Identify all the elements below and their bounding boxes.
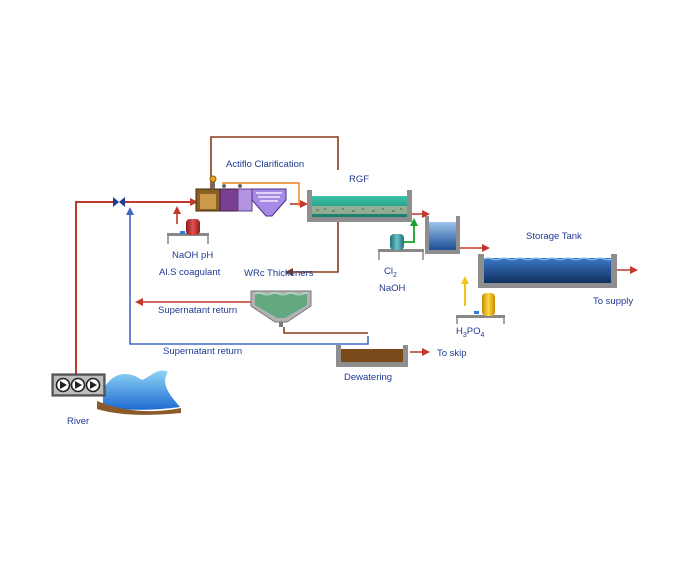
triple-pump-icon — [51, 373, 106, 397]
cl2-label: Cl2 — [384, 266, 397, 279]
to-supply-label: To supply — [593, 296, 633, 307]
actiflo-clarifier — [195, 175, 287, 217]
actiflo-recirculation-line — [222, 182, 300, 206]
dewatering-tank — [336, 345, 408, 367]
backwash-line — [210, 136, 339, 189]
rgf-washwater-line — [285, 222, 339, 276]
dewatering-label: Dewatering — [344, 372, 392, 383]
storage-tank — [478, 254, 617, 288]
cylinder-dosing-tank-icon — [167, 219, 209, 244]
actiflo-label: Actiflo Clarification — [226, 159, 304, 170]
river-label: River — [67, 416, 89, 427]
rgf-filter — [307, 190, 412, 222]
h3po4-label: H3PO4 — [456, 326, 485, 339]
to-skip-label: To skip — [437, 348, 467, 359]
thickener-to-dewatering-line — [283, 327, 368, 334]
supernatant-return-label-2: Supernatant return — [163, 346, 242, 357]
bowtie-valve-icon — [113, 197, 125, 207]
storage-tank-label: Storage Tank — [526, 231, 582, 242]
contact-tank — [425, 216, 460, 254]
rgf-label: RGF — [349, 174, 369, 185]
als-coagulant-label: Al.S coagulant — [159, 267, 221, 278]
naoh-label: NaOH — [379, 283, 406, 294]
river — [97, 370, 181, 415]
supernatant-return-line-2 — [126, 207, 369, 345]
supernatant-return-label-1: Supernatant return — [158, 305, 237, 316]
naoh-ph-label: NaOH pH — [172, 250, 213, 261]
wrc-thickeners-label: WRc Thickeners — [244, 268, 314, 279]
wrc-thickener — [250, 290, 312, 327]
cylinder-dosing-tank-icon-h3po4 — [456, 293, 505, 324]
cylinder-dosing-tank-icon-cl2 — [378, 234, 424, 260]
raw-water-line — [75, 201, 114, 378]
